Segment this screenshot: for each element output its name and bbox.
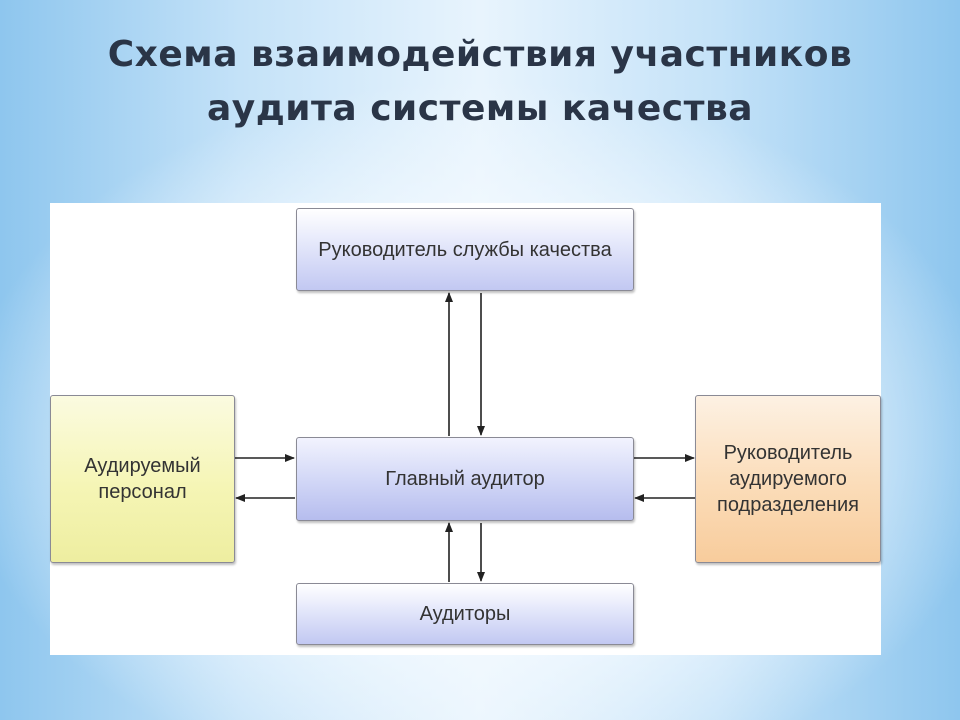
node-unit-head-label: Руководитель аудируемого подразделения xyxy=(717,442,859,516)
node-quality-head: Руководитель службы качества xyxy=(296,208,634,291)
title-line-1: Схема взаимодействия участников xyxy=(107,34,853,75)
node-lead-auditor-label: Главный аудитор xyxy=(385,468,545,490)
node-auditors: Аудиторы xyxy=(296,583,634,645)
node-auditors-label: Аудиторы xyxy=(419,603,511,625)
node-unit-head: Руководитель аудируемого подразделения xyxy=(695,395,881,563)
diagram-arrows xyxy=(235,292,695,582)
slide-title: Схема взаимодействия участников аудита с… xyxy=(0,28,960,136)
diagram-canvas: Руководитель службы качества Главный ауд… xyxy=(50,203,881,655)
node-audited-staff-label: Аудируемый персонал xyxy=(84,455,201,503)
node-lead-auditor: Главный аудитор xyxy=(296,437,634,521)
node-quality-head-label: Руководитель службы качества xyxy=(318,238,612,261)
node-audited-staff: Аудируемый персонал xyxy=(50,395,235,563)
title-line-2: аудита системы качества xyxy=(206,88,754,129)
